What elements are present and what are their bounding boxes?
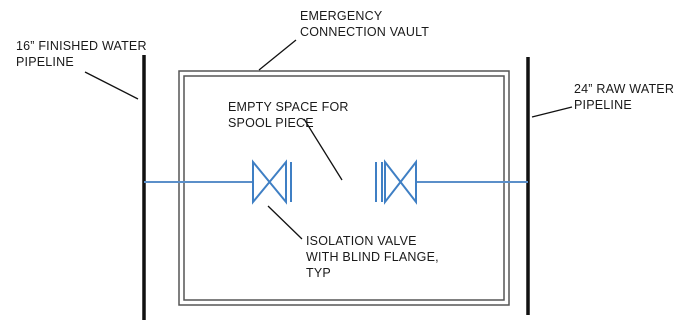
raw-pipeline-label-line-2: PIPELINE — [574, 98, 632, 112]
vault-label-line-1: EMERGENCY — [300, 9, 383, 23]
vault-label-line-2: CONNECTION VAULT — [300, 25, 430, 39]
raw-pipeline-label-line-1: 24” RAW WATER — [574, 82, 675, 96]
raw-pipeline-label: 24” RAW WATER PIPELINE — [574, 81, 674, 113]
spool-label-line-2: SPOOL PIECE — [228, 116, 314, 130]
valve-label: ISOLATION VALVE WITH BLIND FLANGE, TYP — [306, 233, 439, 281]
vault-inner-wall — [183, 75, 505, 301]
spool-leader — [303, 118, 343, 181]
right-isolation-valve — [375, 159, 417, 205]
finished-pipeline-label: 16” FINISHED WATER PIPELINE — [16, 38, 147, 70]
left-isolation-valve — [252, 159, 292, 205]
valve-label-line-1: ISOLATION VALVE — [306, 234, 417, 248]
spool-label: EMPTY SPACE FOR SPOOL PIECE — [228, 99, 349, 131]
valve-leader — [267, 205, 303, 240]
vault-label: EMERGENCY CONNECTION VAULT — [300, 8, 429, 40]
raw-pipeline-leader — [531, 106, 573, 118]
valve-label-line-2: WITH BLIND FLANGE, — [306, 250, 439, 264]
vault-leader — [258, 39, 297, 71]
spool-label-line-1: EMPTY SPACE FOR — [228, 100, 349, 114]
valve-label-line-3: TYP — [306, 266, 331, 280]
finished-pipeline-label-line-2: PIPELINE — [16, 55, 74, 69]
finished-pipeline-label-line-1: 16” FINISHED WATER — [16, 39, 147, 53]
vault-outer-wall — [178, 70, 510, 306]
finished-pipeline-leader — [84, 71, 139, 100]
